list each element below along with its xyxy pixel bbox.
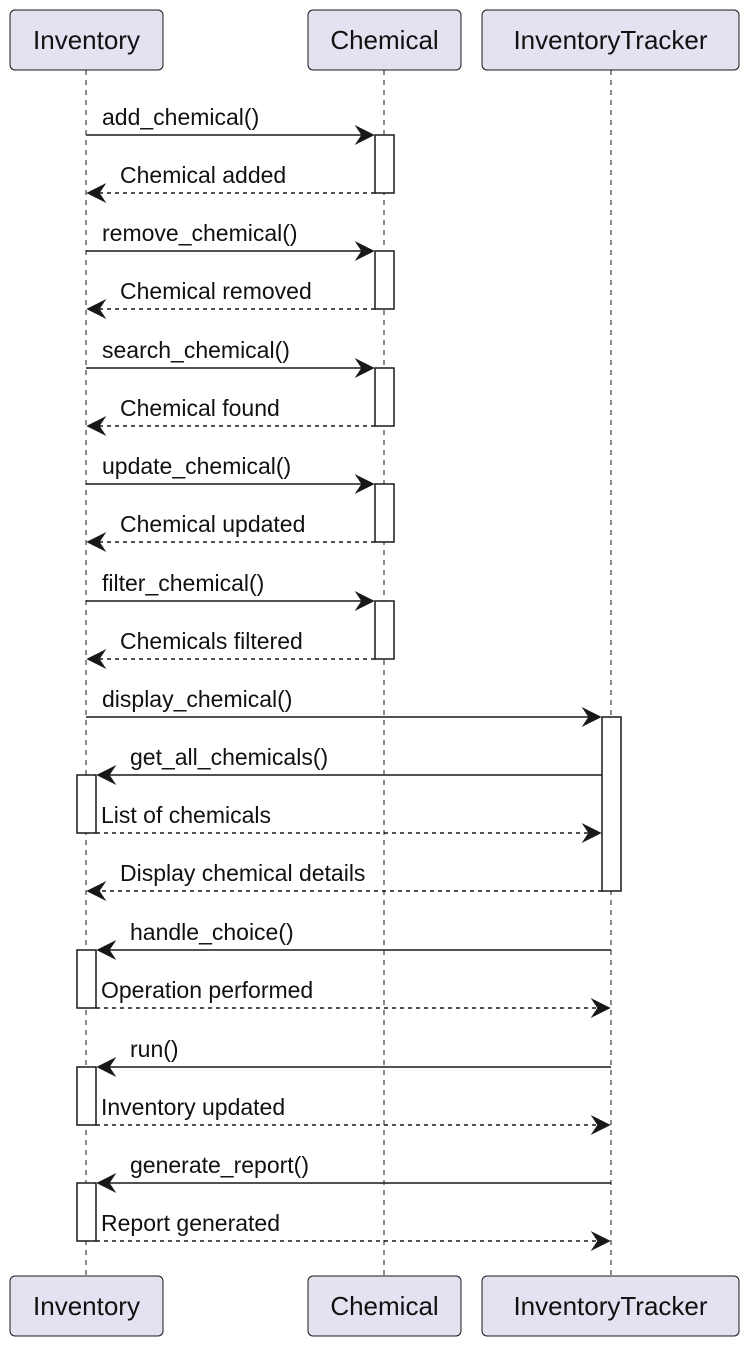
- activation-bar-chem: [374, 134, 395, 194]
- message-return: Chemical updated: [86, 511, 375, 552]
- activation-bar-inv: [76, 949, 97, 1009]
- activation-bar-chem: [374, 367, 395, 427]
- message-call: search_chemical(): [86, 337, 375, 378]
- message-label: get_all_chemicals(): [130, 744, 328, 770]
- message-label: Chemical updated: [120, 511, 305, 537]
- participant-chem-top: Chemical: [307, 9, 462, 71]
- participant-box: [481, 1275, 740, 1337]
- message-label: search_chemical(): [102, 337, 290, 363]
- participant-box: [307, 9, 462, 71]
- message-label: remove_chemical(): [102, 220, 298, 246]
- message-return: Operation performed: [96, 977, 611, 1018]
- message-label: Report generated: [101, 1210, 280, 1236]
- activation-bar-chem: [374, 483, 395, 543]
- message-label: add_chemical(): [102, 104, 259, 130]
- message-label: display_chemical(): [102, 686, 292, 712]
- message-label: generate_report(): [130, 1152, 309, 1178]
- message-return: Chemicals filtered: [86, 628, 375, 669]
- participant-label: Chemical: [330, 1291, 438, 1321]
- participant-label: InventoryTracker: [513, 25, 707, 55]
- message-call: display_chemical(): [86, 686, 602, 727]
- participant-label: InventoryTracker: [513, 1291, 707, 1321]
- activation-bar-trk: [601, 716, 622, 892]
- message-label: List of chemicals: [101, 802, 271, 828]
- message-label: filter_chemical(): [102, 570, 264, 596]
- message-call: add_chemical(): [86, 104, 375, 145]
- message-label: run(): [130, 1036, 179, 1062]
- message-label: Operation performed: [101, 977, 313, 1003]
- participant-box: [9, 1275, 164, 1337]
- message-return: List of chemicals: [96, 802, 602, 843]
- message-call: generate_report(): [96, 1152, 611, 1193]
- message-return: Chemical added: [86, 162, 375, 203]
- message-call: filter_chemical(): [86, 570, 375, 611]
- message-label: update_chemical(): [102, 453, 291, 479]
- message-call: remove_chemical(): [86, 220, 375, 261]
- message-label: Inventory updated: [101, 1094, 285, 1120]
- participant-trk-top: InventoryTracker: [481, 9, 740, 71]
- participant-inv-bottom: Inventory: [9, 1275, 164, 1337]
- message-call: handle_choice(): [96, 919, 611, 960]
- message-label: handle_choice(): [130, 919, 294, 945]
- participant-box: [307, 1275, 462, 1337]
- participant-label: Inventory: [33, 1291, 140, 1321]
- participant-box: [9, 9, 164, 71]
- activation-bar-inv: [76, 774, 97, 834]
- participant-label: Inventory: [33, 25, 140, 55]
- message-return: Report generated: [96, 1210, 611, 1251]
- activation-bar-chem: [374, 250, 395, 310]
- participant-label: Chemical: [330, 25, 438, 55]
- message-label: Chemicals filtered: [120, 628, 303, 654]
- message-label: Chemical removed: [120, 278, 312, 304]
- message-label: Display chemical details: [120, 860, 365, 886]
- participant-trk-bottom: InventoryTracker: [481, 1275, 740, 1337]
- message-call: run(): [96, 1036, 611, 1077]
- participant-chem-bottom: Chemical: [307, 1275, 462, 1337]
- message-return: Chemical removed: [86, 278, 375, 319]
- participant-inv-top: Inventory: [9, 9, 164, 71]
- message-return: Display chemical details: [86, 860, 602, 901]
- activation-bar-inv: [76, 1066, 97, 1126]
- message-return: Chemical found: [86, 395, 375, 436]
- activation-bar-chem: [374, 600, 395, 660]
- participant-box: [481, 9, 740, 71]
- message-return: Inventory updated: [96, 1094, 611, 1135]
- message-label: Chemical added: [120, 162, 286, 188]
- message-label: Chemical found: [120, 395, 280, 421]
- activation-bar-inv: [76, 1182, 97, 1242]
- message-call: get_all_chemicals(): [96, 744, 602, 785]
- message-call: update_chemical(): [86, 453, 375, 494]
